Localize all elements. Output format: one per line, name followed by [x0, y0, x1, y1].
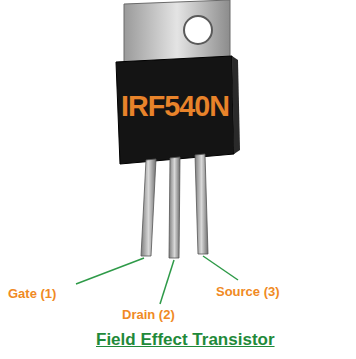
plastic-body: [116, 56, 234, 164]
source-leader: [203, 256, 238, 280]
part-number: IRF540N: [121, 90, 229, 123]
caption: Field Effect Transistor: [96, 330, 275, 350]
metal-tab: [124, 0, 230, 66]
gate-leader: [76, 258, 144, 284]
body-side: [232, 56, 240, 154]
drain-leader: [160, 260, 174, 304]
pin-label: Drain (2): [122, 307, 175, 322]
source-lead: [195, 154, 208, 254]
drain-lead: [169, 157, 180, 258]
pin-label: Gate (1): [8, 286, 56, 301]
pin-label: Source (3): [216, 284, 280, 299]
gate-lead: [141, 159, 156, 256]
mounting-hole: [184, 16, 212, 44]
